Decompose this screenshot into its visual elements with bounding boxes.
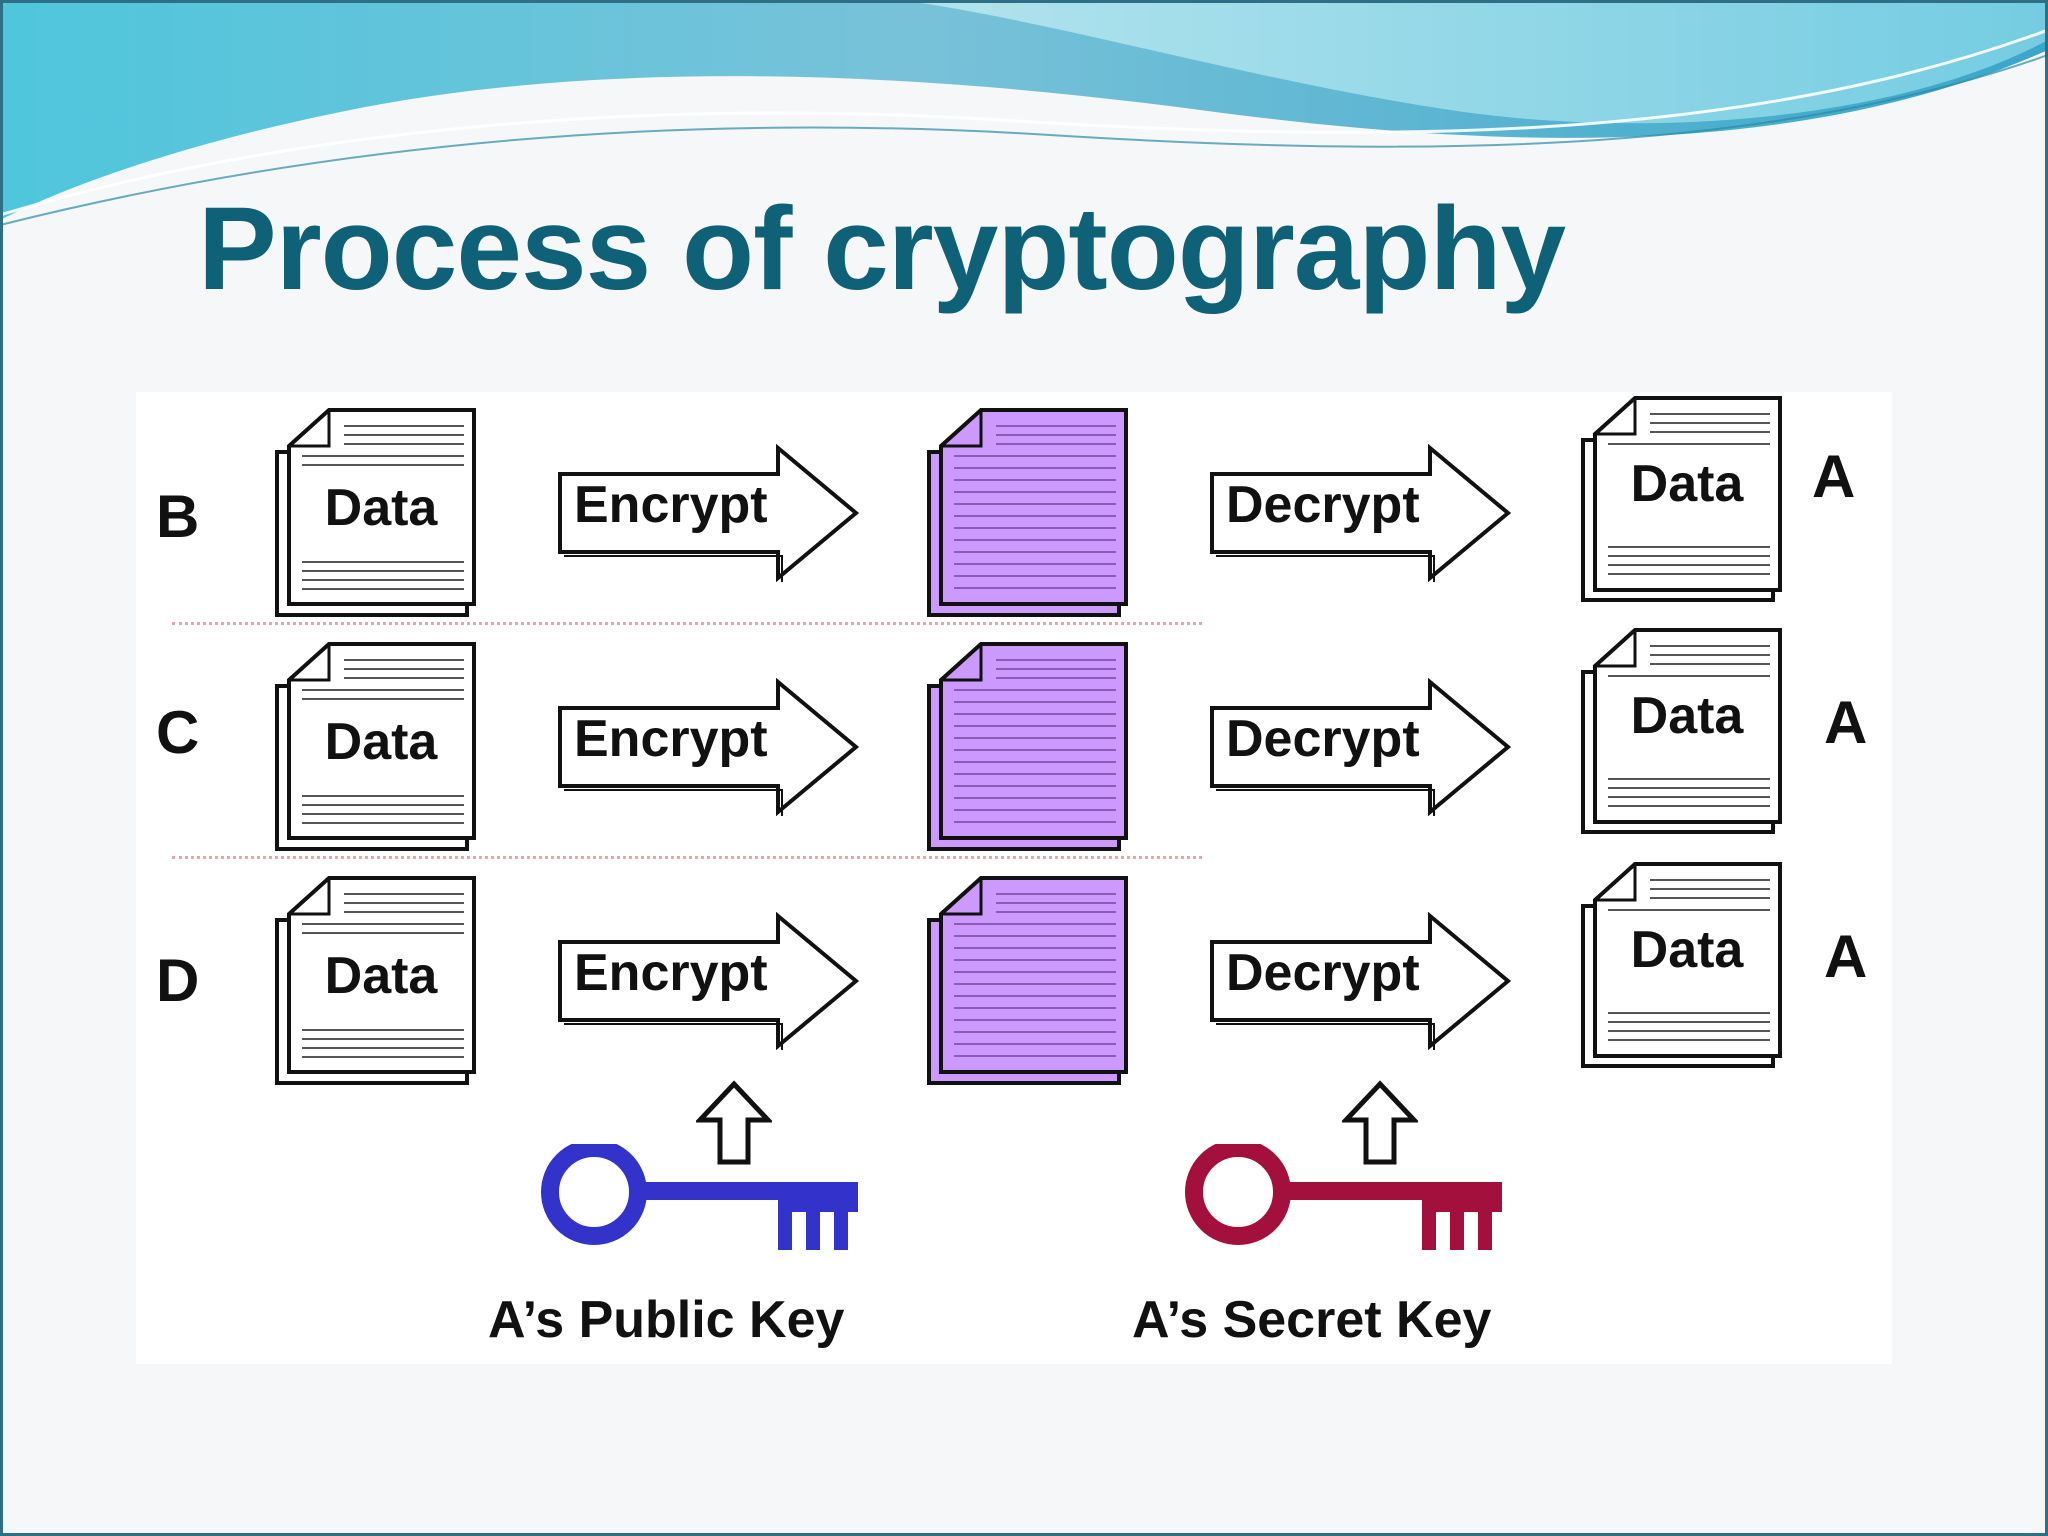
cipher-document bbox=[926, 638, 1132, 852]
decrypted-document-label: Data bbox=[1630, 455, 1744, 513]
encrypt-label: Encrypt bbox=[574, 476, 768, 534]
header-wave-banner bbox=[0, 0, 2048, 226]
decrypt-label: Decrypt bbox=[1226, 944, 1420, 1002]
plain-document-label: Data bbox=[324, 479, 438, 537]
decrypt-arrow: Decrypt bbox=[1208, 912, 1514, 1050]
plain-document: Data bbox=[274, 872, 480, 1086]
cipher-document bbox=[926, 404, 1132, 618]
receiver-label: A bbox=[1812, 443, 1856, 510]
public-key-caption: A’s Public Key bbox=[488, 1291, 845, 1349]
receiver-label: A bbox=[1824, 689, 1868, 756]
sender-label: D bbox=[156, 947, 200, 1014]
secret-key-caption: A’s Secret Key bbox=[1132, 1291, 1492, 1349]
encrypt-label: Encrypt bbox=[574, 710, 768, 768]
encrypt-label: Encrypt bbox=[574, 944, 768, 1002]
cryptography-diagram: B Data Encrypt bbox=[136, 392, 1892, 1364]
encrypt-arrow: Encrypt bbox=[556, 912, 862, 1050]
row-separator bbox=[172, 856, 1202, 859]
receiver-label: A bbox=[1824, 923, 1868, 990]
encrypt-arrow: Encrypt bbox=[556, 678, 862, 816]
row-separator bbox=[172, 622, 1202, 625]
public-key-icon bbox=[541, 1144, 858, 1250]
cipher-document bbox=[926, 872, 1132, 1086]
plain-document-label: Data bbox=[324, 947, 438, 1005]
up-arrow-icon bbox=[1342, 1080, 1418, 1165]
decrypted-document: Data bbox=[1580, 858, 1786, 1072]
decrypted-document: Data bbox=[1580, 392, 1786, 606]
decrypt-arrow: Decrypt bbox=[1208, 444, 1514, 582]
encrypt-arrow: Encrypt bbox=[556, 444, 862, 582]
plain-document-label: Data bbox=[324, 713, 438, 771]
plain-document: Data bbox=[274, 404, 480, 618]
secret-key-icon bbox=[1185, 1144, 1502, 1250]
decrypt-arrow: Decrypt bbox=[1208, 678, 1514, 816]
sender-label: C bbox=[156, 699, 200, 766]
decrypted-document-label: Data bbox=[1630, 921, 1744, 979]
decrypted-document: Data bbox=[1580, 624, 1786, 838]
decrypted-document-label: Data bbox=[1630, 687, 1744, 745]
decrypt-label: Decrypt bbox=[1226, 476, 1420, 534]
up-arrow-icon bbox=[696, 1080, 772, 1165]
plain-document: Data bbox=[274, 638, 480, 852]
decrypt-label: Decrypt bbox=[1226, 710, 1420, 768]
page-title: Process of cryptography bbox=[198, 183, 1566, 315]
sender-label: B bbox=[156, 483, 200, 550]
